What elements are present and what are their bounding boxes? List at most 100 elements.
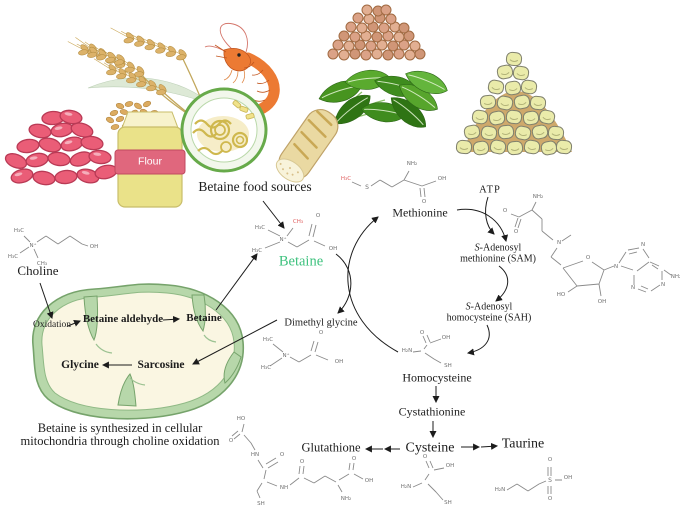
svg-text:O: O bbox=[514, 229, 519, 235]
svg-text:O: O bbox=[422, 199, 427, 205]
arrow-oxidation-to-betainealdehyde bbox=[67, 320, 81, 327]
label-sarcosine: Sarcosine bbox=[137, 358, 185, 371]
baguette-illustration bbox=[275, 108, 339, 183]
pasta-plate-illustration bbox=[180, 87, 268, 173]
svg-text:O: O bbox=[316, 213, 321, 219]
sah-line2: homocysteine (SAH) bbox=[446, 312, 532, 323]
svg-text:CH₃: CH₃ bbox=[37, 261, 47, 267]
svg-text:O: O bbox=[352, 456, 357, 462]
arrow-foodsources-to-betaine bbox=[262, 200, 285, 229]
svg-text:OH: OH bbox=[442, 335, 450, 341]
taurine-structure bbox=[506, 467, 562, 494]
sam-line2: methionine (SAM) bbox=[460, 253, 536, 264]
svg-text:SH: SH bbox=[257, 501, 265, 507]
flour-bag-label: Flour bbox=[138, 155, 162, 168]
svg-text:OH: OH bbox=[329, 246, 337, 252]
svg-text:O: O bbox=[503, 208, 508, 214]
arrow-mitobetaine-to-betaine-structure bbox=[215, 253, 258, 311]
svg-text:OH: OH bbox=[365, 478, 373, 484]
mitochondrion-illustration bbox=[32, 283, 245, 420]
svg-text:O: O bbox=[586, 255, 591, 261]
svg-text:H₃C: H₃C bbox=[252, 248, 262, 254]
label-cystathionine: Cystathionine bbox=[398, 404, 466, 419]
svg-text:H₂N: H₂N bbox=[401, 484, 411, 490]
svg-text:O: O bbox=[319, 330, 324, 336]
dimethylglycine-structure bbox=[269, 340, 329, 367]
svg-text:O: O bbox=[548, 496, 553, 502]
arrow-betainealdehyde-to-betaine bbox=[162, 315, 181, 323]
label-atp: ATP bbox=[479, 184, 501, 196]
svg-text:S: S bbox=[365, 184, 369, 191]
label-glycine: Glycine bbox=[61, 358, 99, 371]
food-sources-title: Betaine food sources bbox=[198, 178, 312, 194]
svg-text:O: O bbox=[423, 454, 428, 460]
svg-text:H₃C: H₃C bbox=[14, 228, 24, 234]
label-methionine: Methionine bbox=[392, 205, 448, 220]
svg-text:O: O bbox=[300, 459, 305, 465]
homocysteine-structure bbox=[412, 334, 442, 364]
svg-text:H₃C: H₃C bbox=[263, 337, 273, 343]
pathway-arrows bbox=[39, 196, 509, 453]
svg-text:N: N bbox=[614, 264, 618, 270]
arrow-methionine-to-sam bbox=[456, 208, 509, 243]
svg-text:OH: OH bbox=[598, 299, 606, 305]
arrow-sam-to-sah bbox=[495, 265, 509, 302]
label-glutathione: Glutathione bbox=[301, 440, 361, 455]
shrimp-illustration bbox=[204, 22, 280, 132]
svg-text:OH: OH bbox=[564, 475, 572, 481]
svg-text:O: O bbox=[420, 330, 425, 336]
sah-line1: -Adenosyl bbox=[470, 301, 513, 313]
sam-line1: -Adenosyl bbox=[479, 242, 522, 254]
svg-text:OH: OH bbox=[335, 359, 343, 365]
svg-text:N⁺: N⁺ bbox=[282, 352, 289, 359]
svg-text:H₂N: H₂N bbox=[402, 348, 412, 354]
arrow-choline-to-mitochondrion bbox=[39, 282, 54, 319]
label-sam: S-Adenosyl methionine (SAM) bbox=[460, 242, 536, 265]
caption-line2: mitochondria through choline oxidation bbox=[20, 434, 220, 448]
arrow-sah-to-homocysteine bbox=[466, 324, 490, 356]
svg-text:O: O bbox=[548, 457, 553, 463]
svg-text:SH: SH bbox=[444, 363, 452, 369]
svg-text:N: N bbox=[661, 282, 665, 288]
arrow-betaine-to-dmg bbox=[335, 253, 352, 314]
lentils-illustration bbox=[327, 4, 426, 61]
svg-text:S: S bbox=[548, 477, 552, 484]
svg-text:NH₂: NH₂ bbox=[671, 274, 680, 280]
svg-text:OH: OH bbox=[446, 463, 454, 469]
svg-text:SH: SH bbox=[444, 500, 452, 506]
svg-text:H₃C: H₃C bbox=[8, 254, 18, 260]
flour-bag-illustration bbox=[114, 111, 186, 208]
fava-beans-illustration bbox=[455, 51, 573, 156]
label-dimethyl-glycine: Dimethyl glycine bbox=[284, 317, 358, 329]
wheat-illustration bbox=[67, 27, 215, 132]
svg-text:NH₂: NH₂ bbox=[407, 161, 417, 167]
svg-text:N⁺: N⁺ bbox=[29, 242, 36, 249]
label-oxidation: Oxidation bbox=[33, 320, 71, 331]
svg-text:H₂N: H₂N bbox=[495, 487, 505, 493]
methionine-structure bbox=[351, 170, 437, 198]
svg-text:NH: NH bbox=[280, 485, 288, 491]
caption-line1: Betaine is synthesized in cellular bbox=[37, 420, 203, 435]
label-choline: Choline bbox=[17, 263, 59, 279]
sam-structure bbox=[510, 201, 672, 297]
label-homocysteine: Homocysteine bbox=[402, 370, 472, 385]
sam-italic-s: S bbox=[474, 242, 480, 254]
label-betaine: Betaine bbox=[278, 253, 324, 270]
svg-text:HO: HO bbox=[237, 416, 246, 422]
label-cysteine: Cysteine bbox=[405, 440, 455, 456]
label-sah: S-Adenosyl homocysteine (SAH) bbox=[446, 301, 532, 324]
label-taurine: Taurine bbox=[501, 436, 545, 452]
label-betaine-aldehyde: Betaine aldehyde bbox=[82, 313, 164, 326]
choline-structure bbox=[19, 235, 89, 259]
arrow-cysteine-to-taurine-2 bbox=[480, 442, 499, 450]
svg-text:N: N bbox=[631, 285, 635, 291]
svg-text:O: O bbox=[229, 438, 234, 444]
kidney-beans-illustration bbox=[4, 109, 118, 186]
svg-text:HO: HO bbox=[557, 292, 566, 298]
glutathione-structure bbox=[231, 423, 364, 499]
molecule-atom-labels: H₃CH₃CCH₃N⁺OHH₃CCH₃H₃CN⁺OOHH₃CH₃CN⁺OOHH₃… bbox=[8, 161, 680, 507]
svg-text:HN: HN bbox=[251, 452, 259, 458]
svg-text:OH: OH bbox=[438, 176, 446, 182]
